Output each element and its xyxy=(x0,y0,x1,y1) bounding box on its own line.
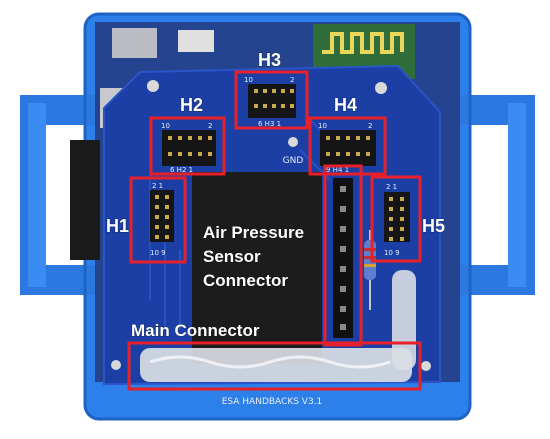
h1-pin-label: 10 9 xyxy=(150,249,166,257)
gnd-pad xyxy=(288,137,298,147)
pin-strip xyxy=(333,178,353,338)
mounting-hole xyxy=(375,82,387,94)
h3-highlight-box xyxy=(234,70,309,130)
label-h1: H1 xyxy=(106,216,129,236)
mounting-hole xyxy=(111,360,121,370)
cable xyxy=(70,140,100,260)
h4-highlight-box xyxy=(308,116,387,176)
highlight-boxes xyxy=(127,70,422,391)
label-sensor-line2: Sensor xyxy=(203,247,261,266)
header-h2: 10 2 6 H2 1 xyxy=(161,122,216,174)
label-h3: H3 xyxy=(258,50,281,70)
usb-port xyxy=(112,28,157,58)
switch xyxy=(178,30,214,52)
mounting-hole xyxy=(147,80,159,92)
board-name-silkscreen: ESA HANDBACKS V3.1 xyxy=(222,397,323,407)
label-h5: H5 xyxy=(422,216,445,236)
mounting-hole xyxy=(421,361,431,371)
label-sensor-line1: Air Pressure xyxy=(203,223,304,242)
h2-pin-label: 6 H2 1 xyxy=(170,166,193,174)
label-h4: H4 xyxy=(334,95,357,115)
h1-pin-label: 2 1 xyxy=(152,182,163,190)
h4-pin-label: 9 H4 1 xyxy=(326,166,349,174)
h2-highlight-box xyxy=(149,116,226,176)
h4-pin-label: 10 xyxy=(318,122,327,130)
gnd-silkscreen: GND xyxy=(283,156,304,166)
header-h1: 2 1 10 9 xyxy=(150,182,174,257)
h2-pin-label: 2 xyxy=(208,122,212,130)
header-h4: 10 2 9 H4 1 xyxy=(318,122,376,174)
label-main-connector: Main Connector xyxy=(131,321,260,340)
h2-pin-label: 10 xyxy=(161,122,170,130)
sensor-connector-block xyxy=(192,172,322,364)
label-sensor-line3: Connector xyxy=(203,271,288,290)
h4-pin-label: 2 xyxy=(368,122,372,130)
glue-bead xyxy=(140,270,416,382)
h1-highlight-box xyxy=(129,176,187,264)
h3-pin-label: 6 H3 1 xyxy=(258,120,281,128)
h5-pin-label: 10 9 xyxy=(384,249,400,257)
h5-pin-label: 2 1 xyxy=(386,183,397,191)
pin-strip-highlight-box xyxy=(323,164,363,347)
header-h3: 10 2 6 H3 1 xyxy=(244,76,296,128)
main-connector-highlight-box xyxy=(127,341,422,391)
label-h2: H2 xyxy=(180,95,203,115)
annotation-labels: H3 H2 H4 H1 H5 Air Pressure Sensor Conne… xyxy=(106,50,446,341)
h5-highlight-box xyxy=(370,175,422,263)
h3-pin-label: 10 xyxy=(244,76,253,84)
header-h5: 2 1 10 9 xyxy=(384,183,410,257)
h3-pin-label: 2 xyxy=(290,76,294,84)
